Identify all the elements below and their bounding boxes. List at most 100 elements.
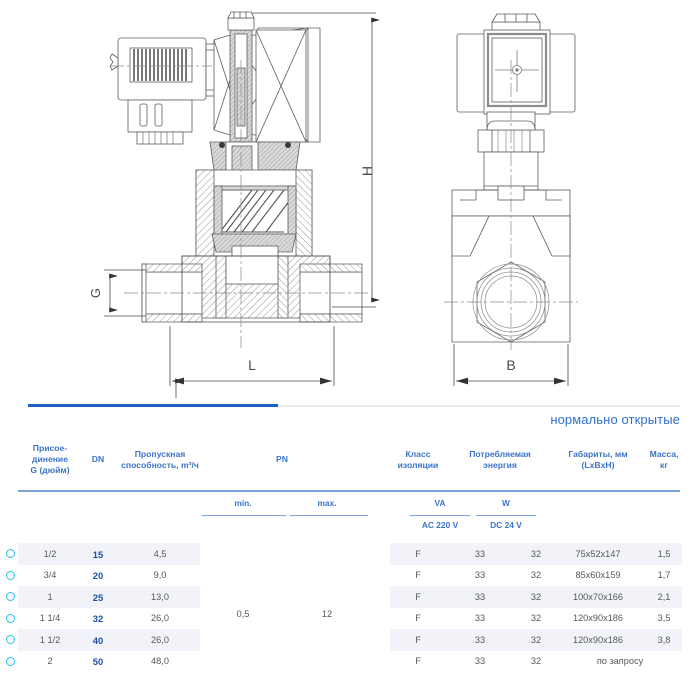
header-dims-line1: Габариты, мм: [568, 449, 628, 459]
cell-connection: 2: [47, 656, 53, 666]
dimension-H: [252, 12, 380, 308]
cell-dims: по запросу: [596, 656, 644, 666]
cell-mass: 1,7: [657, 570, 671, 580]
cell-kv: 9,0: [153, 570, 167, 580]
coil-housing: [456, 29, 576, 115]
cell-va: 33: [474, 656, 486, 666]
underline-pn-min: [202, 515, 286, 517]
cell-kv: 4,5: [153, 548, 167, 559]
cell-w: 32: [530, 591, 542, 602]
cell-w: 32: [530, 656, 542, 666]
header-dn: DN: [91, 454, 105, 464]
header-kv-line2: способность, m³/ч: [121, 460, 199, 470]
dimension-label-B: B: [506, 357, 515, 373]
cell-mass: 3,8: [657, 634, 671, 645]
cell-va: 33: [474, 613, 486, 623]
cell-w: 32: [530, 570, 542, 580]
cell-va: 33: [474, 634, 486, 645]
header-dims-line2: (LxBxH): [581, 460, 615, 470]
cell-insulation: F: [415, 634, 421, 645]
table-row[interactable]: 1 1/2 40 26,0 F 33 32 120x90x186 3,8: [0, 629, 700, 651]
header-connection-line1: Присое-: [32, 443, 68, 453]
cell-dn: 40: [92, 634, 104, 646]
dimension-L: [169, 326, 335, 398]
specifications-table: Присое- динение G (дюйм) DN Пропускная с…: [0, 437, 700, 700]
cell-kv: 48,0: [151, 656, 169, 666]
cell-connection: 3/4: [43, 570, 57, 580]
subheader-w-note: DC 24 V: [490, 520, 522, 530]
underline-w: [476, 515, 536, 517]
technical-drawing: H G L: [88, 11, 578, 398]
cell-insulation: F: [415, 591, 421, 602]
spring-chamber: [195, 169, 313, 263]
cross-section-assembly: H G L: [88, 11, 380, 398]
cell-w: 32: [530, 613, 542, 623]
row-bullet-icon: [6, 613, 15, 623]
section-divider: [0, 404, 700, 408]
table-row[interactable]: 3/4 20 9,0 F 33 32 85x60x159 1,7: [0, 565, 700, 587]
cell-va: 33: [474, 591, 486, 602]
center-lines-right: [444, 60, 578, 352]
cell-connection: 1: [47, 591, 53, 602]
subheader-w: W: [502, 498, 510, 508]
dimension-label-H: H: [359, 166, 375, 176]
cell-va: 33: [474, 548, 486, 559]
header-connection-line2: динение: [32, 454, 68, 464]
cell-dn: 25: [92, 591, 104, 603]
table-row[interactable]: 1/2 15 4,5 F 33 32 75x52x147 1,5: [0, 543, 700, 565]
row-bullet-icon: [6, 549, 15, 559]
underline-va: [410, 515, 470, 517]
table-row[interactable]: 2 50 48,0 F 33 32 по запросу: [0, 651, 700, 673]
row-bullet-icon: [6, 592, 15, 602]
cell-dn: 15: [92, 548, 104, 560]
cell-w: 32: [530, 634, 542, 645]
row-band-right: [390, 586, 682, 608]
subheader-va-note: AC 220 V: [421, 520, 459, 530]
front-view-assembly: B: [444, 13, 578, 386]
cell-w: 32: [530, 548, 542, 559]
cell-dims: 120x90x186: [572, 634, 624, 645]
cell-kv: 26,0: [151, 613, 169, 623]
cell-dims: 85x60x159: [575, 570, 621, 580]
cell-va: 33: [474, 570, 486, 580]
cell-insulation: F: [415, 548, 421, 559]
divider-blue-segment: [28, 404, 278, 407]
row-bullet-icon: [6, 656, 15, 666]
cell-dn: 20: [92, 570, 104, 581]
underline-pn-max: [290, 515, 368, 517]
cell-kv: 26,0: [151, 634, 169, 645]
cell-insulation: F: [415, 570, 421, 580]
cell-dn: 32: [92, 613, 104, 624]
header-power-line1: Потребляемая: [469, 449, 531, 459]
dimension-G: [104, 269, 146, 317]
cell-kv: 13,0: [151, 591, 169, 602]
header-kv-line1: Пропускная: [134, 449, 186, 459]
row-band-right: [390, 543, 682, 565]
header-rule: [18, 490, 680, 492]
dimension-B: [453, 344, 569, 386]
cell-connection: 1/2: [43, 548, 57, 559]
valve-type-caption: нормально открытые: [550, 412, 680, 427]
header-connection-line3: G (дюйм): [30, 465, 70, 475]
header-insulation-line2: изоляции: [397, 460, 439, 470]
cell-connection: 1 1/2: [39, 634, 61, 645]
cell-insulation: F: [415, 613, 421, 623]
cell-insulation: F: [415, 656, 421, 666]
divider-grey-segment: [278, 405, 680, 407]
cell-mass: 1,5: [657, 548, 671, 559]
center-lines: [110, 60, 372, 348]
header-pn: PN: [276, 454, 288, 464]
row-band-left: [18, 543, 200, 565]
header-mass-line1: Масса,: [649, 449, 679, 459]
header-mass-line2: кг: [660, 460, 668, 470]
subheader-va: VA: [434, 498, 446, 508]
cell-dims: 75x52x147: [575, 548, 621, 559]
valve-bonnet: [209, 141, 301, 173]
cell-dn: 50: [92, 656, 104, 667]
header-insulation-line1: Класс: [405, 449, 431, 459]
valve-body: [141, 255, 363, 323]
